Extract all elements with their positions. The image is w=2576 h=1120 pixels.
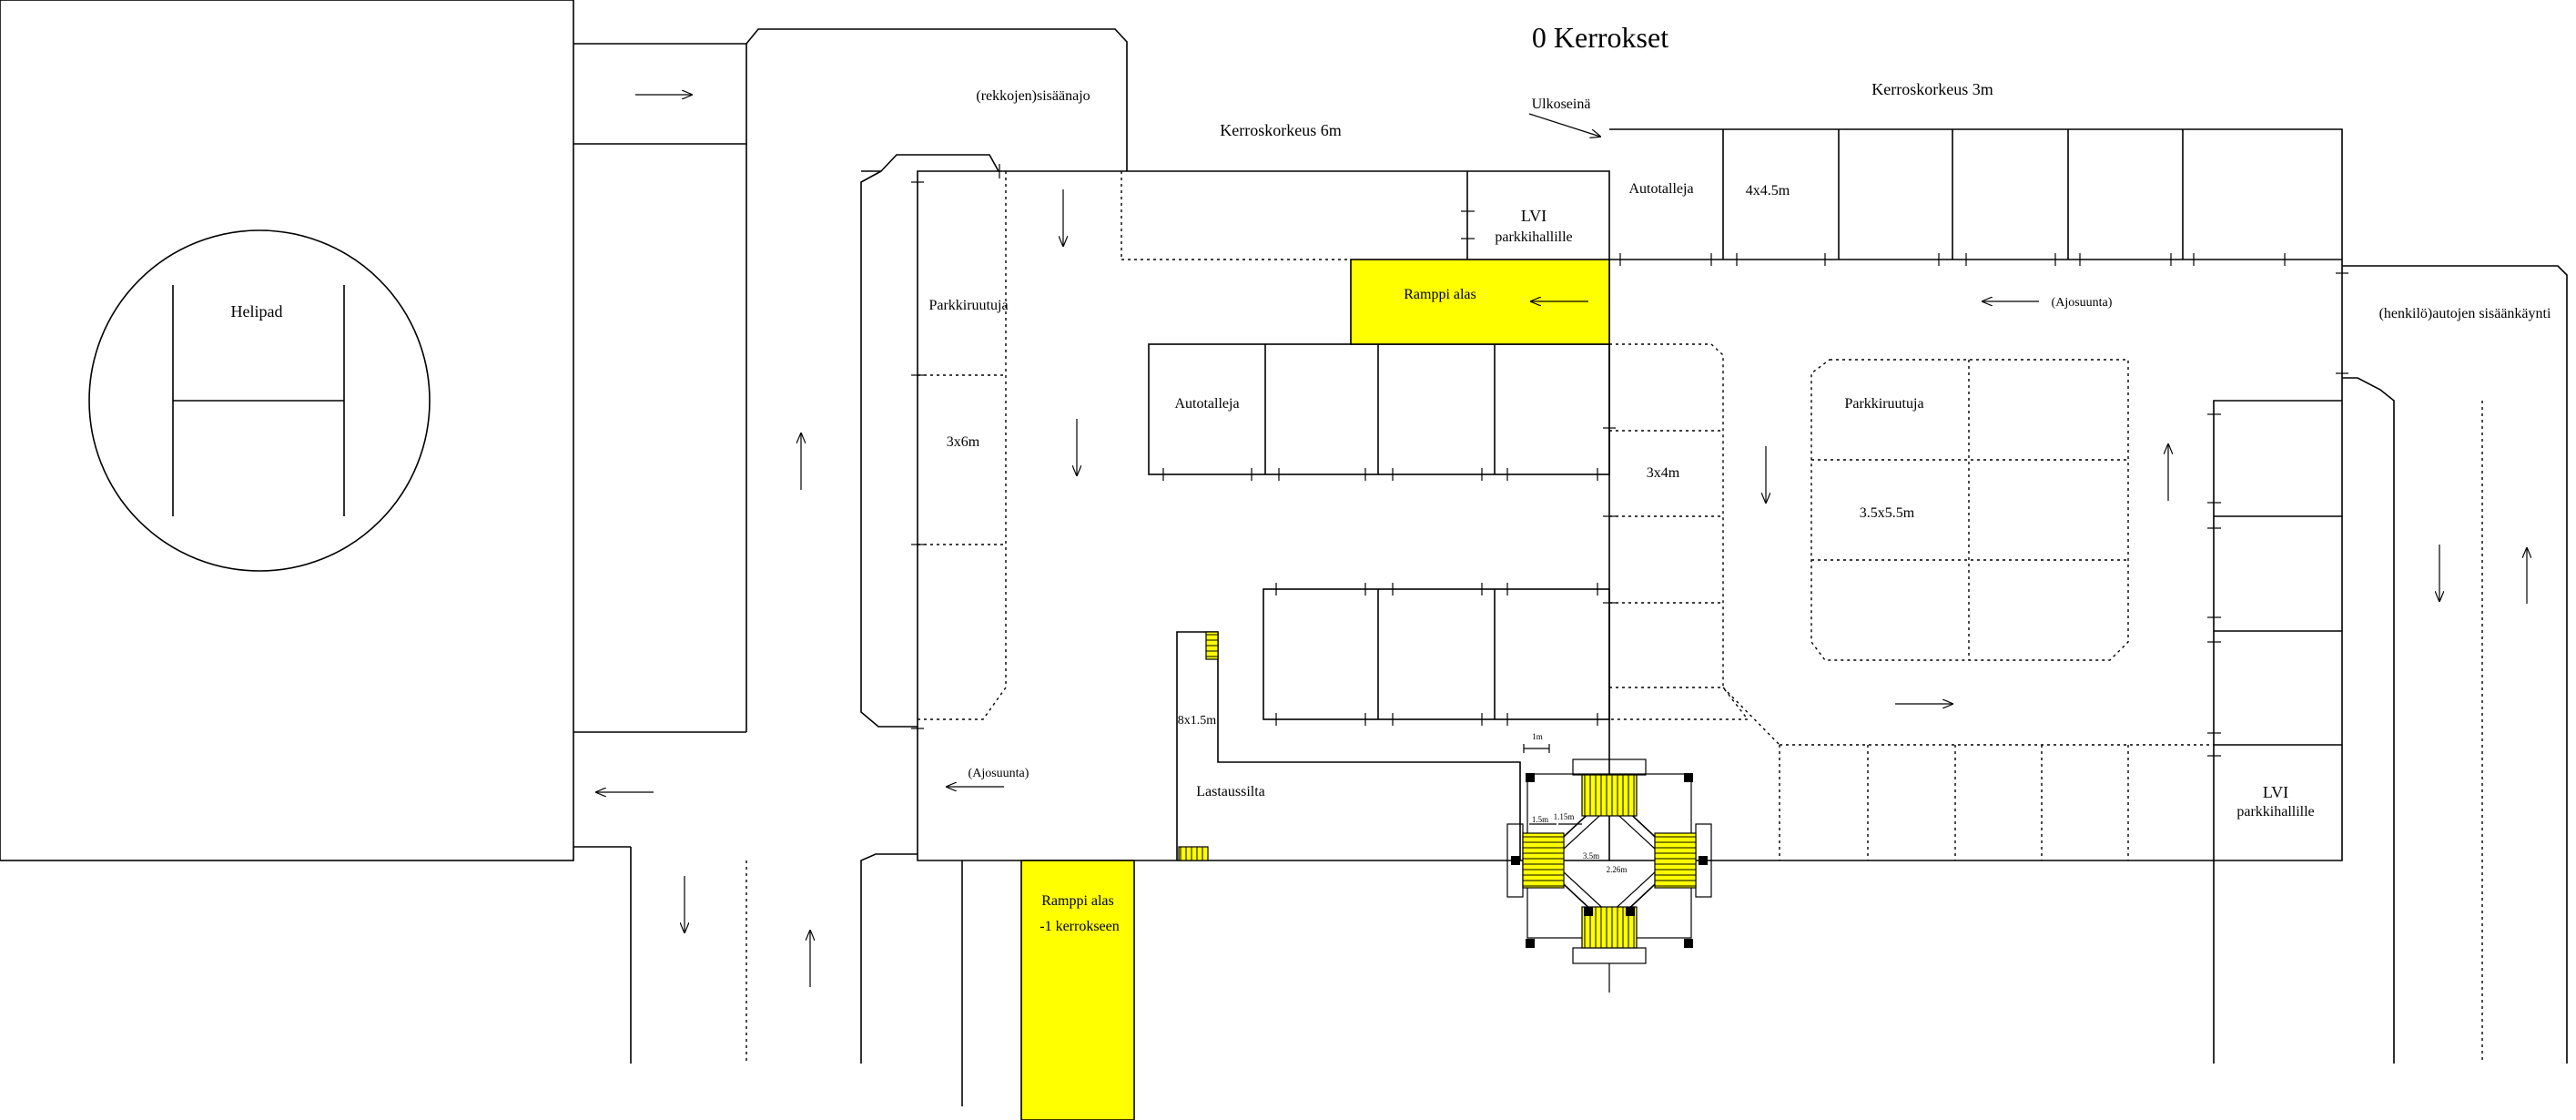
helipad-label: Helipad xyxy=(231,302,283,321)
stair-dimension-d-label: 2.26m xyxy=(1607,865,1628,874)
size-3x4-label: 3x4m xyxy=(1647,465,1680,481)
loading-bridge-label: Lastaussilta xyxy=(1196,784,1265,799)
parking-spaces-right-label: Parkkiruutuja xyxy=(1844,396,1923,412)
helipad-building xyxy=(0,0,574,861)
lvi-sub-label-2: parkkihallille xyxy=(2236,804,2314,820)
size-35x55-label: 3.5x5.5m xyxy=(1860,505,1915,521)
lvi-sub-label-1: parkkihallille xyxy=(1495,229,1572,245)
size-8x15-label: 8x1.5m xyxy=(1178,714,1217,728)
stair-dimension-b-label: 1.15m xyxy=(1554,812,1575,821)
lvi-label-2: LVI xyxy=(2263,783,2288,801)
wall-ticks xyxy=(911,164,2348,757)
car-entry-label: (henkilö)autojen sisäänkäynti xyxy=(2379,306,2551,321)
stair-dimension-c-label: 3.5m xyxy=(1583,851,1599,860)
driving-direction-label-left: (Ajosuunta) xyxy=(969,767,1029,780)
outer-wall-label: Ulkoseinä xyxy=(1532,97,1591,112)
labels: 0 Kerrokset Helipad (rekkojen)sisäänajo … xyxy=(231,21,2551,934)
ramp-down-floor-1-sub-label: -1 kerrokseen xyxy=(1040,919,1120,934)
truck-entry-label: (rekkojen)sisäänajo xyxy=(976,88,1090,104)
dimension-1m-label: 1m xyxy=(1532,732,1543,741)
hall-3m xyxy=(1609,128,2343,1064)
garages-top-label: Autotalleja xyxy=(1628,181,1693,197)
ramp-down-floor-1-label: Ramppi alas xyxy=(1041,893,1114,909)
ramp-down-label: Ramppi alas xyxy=(1404,287,1476,302)
ramp-down-floor-1-area xyxy=(1020,860,1135,1120)
parking-spaces-left-label: Parkkiruutuja xyxy=(928,298,1008,313)
garages-mid-label: Autotalleja xyxy=(1174,396,1239,412)
size-4x45-label: 4x4.5m xyxy=(1746,183,1790,199)
lvi-label-1: LVI xyxy=(1521,207,1547,225)
stair-dimension-a-label: 1.5m xyxy=(1532,815,1548,824)
floor-height-6m-label: Kerroskorkeus 6m xyxy=(1220,121,1341,139)
car-road xyxy=(2342,265,2568,1064)
truck-road xyxy=(573,28,1128,1106)
driving-direction-label-right: (Ajosuunta) xyxy=(2052,296,2113,310)
pointer-arrow-icon xyxy=(1528,113,1600,137)
floor-height-3m-label: Kerroskorkeus 3m xyxy=(1871,80,1993,98)
stair-tower xyxy=(1506,759,1712,993)
page-title: 0 Kerrokset xyxy=(1532,21,1668,54)
size-3x6-label: 3x6m xyxy=(947,434,980,450)
helipad-circle xyxy=(88,229,431,572)
direction-arrows xyxy=(596,95,2527,987)
